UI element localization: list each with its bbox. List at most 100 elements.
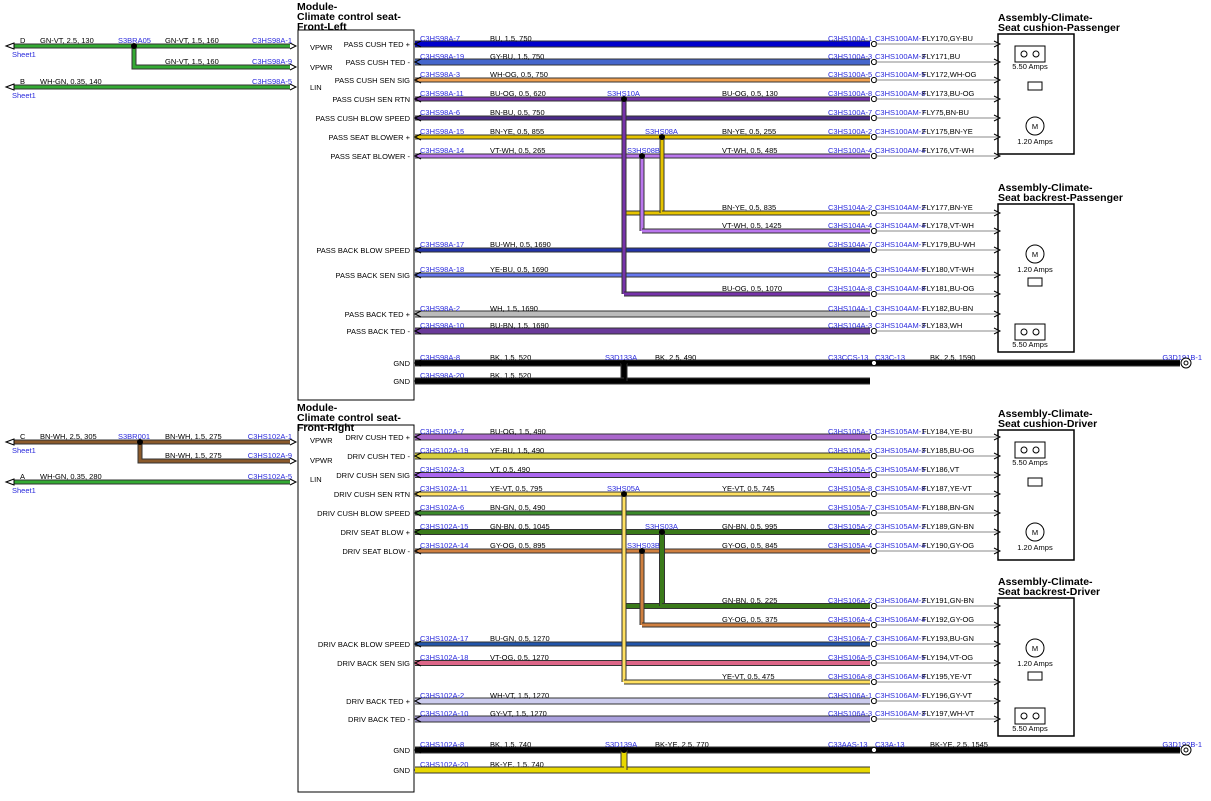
splice-dot bbox=[639, 153, 645, 159]
sheet-arrow-icon[interactable] bbox=[4, 478, 15, 486]
connector-label: C3HS104AM-7 bbox=[875, 240, 925, 249]
connector-label: C3HS102A-20 bbox=[420, 760, 468, 769]
pin-arrow-icon bbox=[289, 457, 298, 465]
module-front-left-left-pin: VPWR bbox=[310, 63, 333, 72]
heater-icon-right bbox=[1032, 446, 1040, 454]
module-front-right-pin-label: DRIV SEAT BLOW - bbox=[342, 547, 410, 556]
connector-label: C3HS100A-5 bbox=[828, 70, 872, 79]
fly-label: FLY170,GY-BU bbox=[922, 34, 973, 43]
connector-label: C3HS102A-1 bbox=[248, 432, 292, 441]
connector-label: C33AAS-13 bbox=[828, 740, 868, 749]
ground-label: G3D192B-1 bbox=[1162, 740, 1202, 749]
splice-label: S3HS03B bbox=[627, 541, 660, 550]
wire-spec: BU-OG, 1.5, 490 bbox=[490, 427, 546, 436]
splice-label: S3HS08B bbox=[627, 146, 660, 155]
connector-label: C3HS100AM-1 bbox=[875, 34, 925, 43]
pin-arrow-icon bbox=[993, 509, 1002, 517]
connector-label: C3HS98A-19 bbox=[420, 52, 464, 61]
pin-arrow-icon bbox=[413, 471, 422, 479]
pin-arrow-icon bbox=[289, 83, 298, 91]
connector-label: C3HS102A-8 bbox=[420, 740, 464, 749]
fly-label: FLY186,VT bbox=[922, 465, 960, 474]
wire-spec: GN-VT, 1.5, 160 bbox=[165, 36, 219, 45]
heater-icon bbox=[1014, 323, 1046, 341]
fly-label: FLY183,WH bbox=[922, 321, 962, 330]
connector-label: C3HS104A-5 bbox=[828, 265, 872, 274]
connector-label: C3HS100A-8 bbox=[828, 89, 872, 98]
pin-arrow-icon bbox=[413, 715, 422, 723]
pin-arrow-icon bbox=[993, 152, 1002, 160]
connector-label: C3HS98A-1 bbox=[252, 36, 292, 45]
splice-dot bbox=[659, 134, 665, 140]
module-front-left-pin-label: PASS SEAT BLOWER + bbox=[329, 133, 411, 142]
motor-letter: M bbox=[1032, 122, 1038, 131]
connector-label: C3HS100AM-5 bbox=[875, 70, 925, 79]
connector-label: C33C-13 bbox=[875, 353, 905, 362]
ground-icon-inner bbox=[1183, 360, 1189, 366]
ground-icon-inner bbox=[1183, 747, 1189, 753]
heater-icon-right bbox=[1032, 328, 1040, 336]
wire-spec: BN-YE, 0.5, 835 bbox=[722, 203, 776, 212]
heater-icon-right bbox=[1032, 50, 1040, 58]
sheet-ref-link: Sheet1 bbox=[12, 50, 36, 59]
pin-arrow-icon bbox=[413, 697, 422, 705]
connector-label: C3HS100A-3 bbox=[828, 52, 872, 61]
connector-label: C3HS100AM-4 bbox=[875, 146, 925, 155]
sheet-arrow-icon[interactable] bbox=[4, 438, 15, 446]
pin-arrow-icon bbox=[993, 133, 1002, 141]
connector-label: C3HS98A-9 bbox=[252, 57, 292, 66]
connector-label: C3HS98A-3 bbox=[420, 70, 460, 79]
wire-spec: BU-BN, 1.5, 1690 bbox=[490, 321, 549, 330]
assembly-2-title-2: Seat cushion-Driver bbox=[998, 418, 1097, 430]
wire-spec: BK, 1.5, 740 bbox=[490, 740, 531, 749]
pin-arrow-icon bbox=[413, 133, 422, 141]
fly-label: FLY196,GY-VT bbox=[922, 691, 972, 700]
pin-arrow-icon bbox=[993, 58, 1002, 66]
wire-spec: WH, 1.5, 1690 bbox=[490, 304, 538, 313]
connector-label: C3HS104AM-5 bbox=[875, 265, 925, 274]
assembly-1-title-1: Assembly-Climate- bbox=[998, 182, 1093, 194]
connector-label: C3HS102A-11 bbox=[420, 484, 468, 493]
wire-spec: WH-OG, 0.5, 750 bbox=[490, 70, 548, 79]
assembly-2-title-1: Assembly-Climate- bbox=[998, 408, 1093, 420]
connector-label: C3HS102A-5 bbox=[248, 472, 292, 481]
wire-spec: BK, 1.5, 520 bbox=[490, 371, 531, 380]
heater-icon-right bbox=[1032, 712, 1040, 720]
heater-icon bbox=[1014, 45, 1046, 63]
wire-spec: GN-VT, 1.5, 160 bbox=[165, 57, 219, 66]
pin-arrow-icon bbox=[413, 509, 422, 517]
connector-label: C3HS98A-5 bbox=[252, 77, 292, 86]
pin-arrow-icon bbox=[413, 547, 422, 555]
connector-label: C3HS98A-14 bbox=[420, 146, 464, 155]
connector-label: C3HS105A-1 bbox=[828, 427, 872, 436]
connector-label: C3HS102A-15 bbox=[420, 522, 468, 531]
module-front-right-pin-label: DRIV BACK BLOW SPEED bbox=[318, 640, 411, 649]
motor-letter: M bbox=[1032, 644, 1038, 653]
motor-amps: 1.20 Amps bbox=[1017, 265, 1053, 274]
connector-label: C3HS106AM-7 bbox=[875, 634, 925, 643]
sheet-letter: B bbox=[20, 77, 25, 86]
module-front-right-left-pin: VPWR bbox=[310, 436, 333, 445]
connector-label: C3HS104A-4 bbox=[828, 221, 872, 230]
pin-arrow-icon bbox=[993, 547, 1002, 555]
module-front-left-left-pin: LIN bbox=[310, 83, 322, 92]
sheet-letter: A bbox=[20, 472, 25, 481]
connector-label: C3HS100A-1 bbox=[828, 34, 872, 43]
module-front-right-pin-label: DRIV BACK SEN SIG bbox=[337, 659, 410, 668]
fly-label: FLY179,BU-WH bbox=[922, 240, 975, 249]
module-front-right-pin-label: DRIV CUSH SEN SIG bbox=[336, 471, 410, 480]
wire-spec: BU-GN, 0.5, 1270 bbox=[490, 634, 550, 643]
sheet-arrow-icon[interactable] bbox=[4, 83, 15, 91]
connector-label: C3HS104A-8 bbox=[828, 284, 872, 293]
module-front-left-left-pin: VPWR bbox=[310, 43, 333, 52]
connector-label: C3HS106A-5 bbox=[828, 653, 872, 662]
module-front-left-pin-label: PASS SEAT BLOWER - bbox=[330, 152, 410, 161]
module-front-left-pin-label: PASS CUSH TED - bbox=[346, 58, 411, 67]
module-front-right-pin-label: GND bbox=[393, 766, 410, 775]
module-front-left-pin-label: PASS CUSH BLOW SPEED bbox=[316, 114, 411, 123]
fly-label: FLY177,BN-YE bbox=[922, 203, 973, 212]
sheet-arrow-icon[interactable] bbox=[4, 42, 15, 50]
connector-label: C3HS102A-2 bbox=[420, 691, 464, 700]
connector-label: C3HS100AM-8 bbox=[875, 89, 925, 98]
sheet-ref-link: Sheet1 bbox=[12, 91, 36, 100]
